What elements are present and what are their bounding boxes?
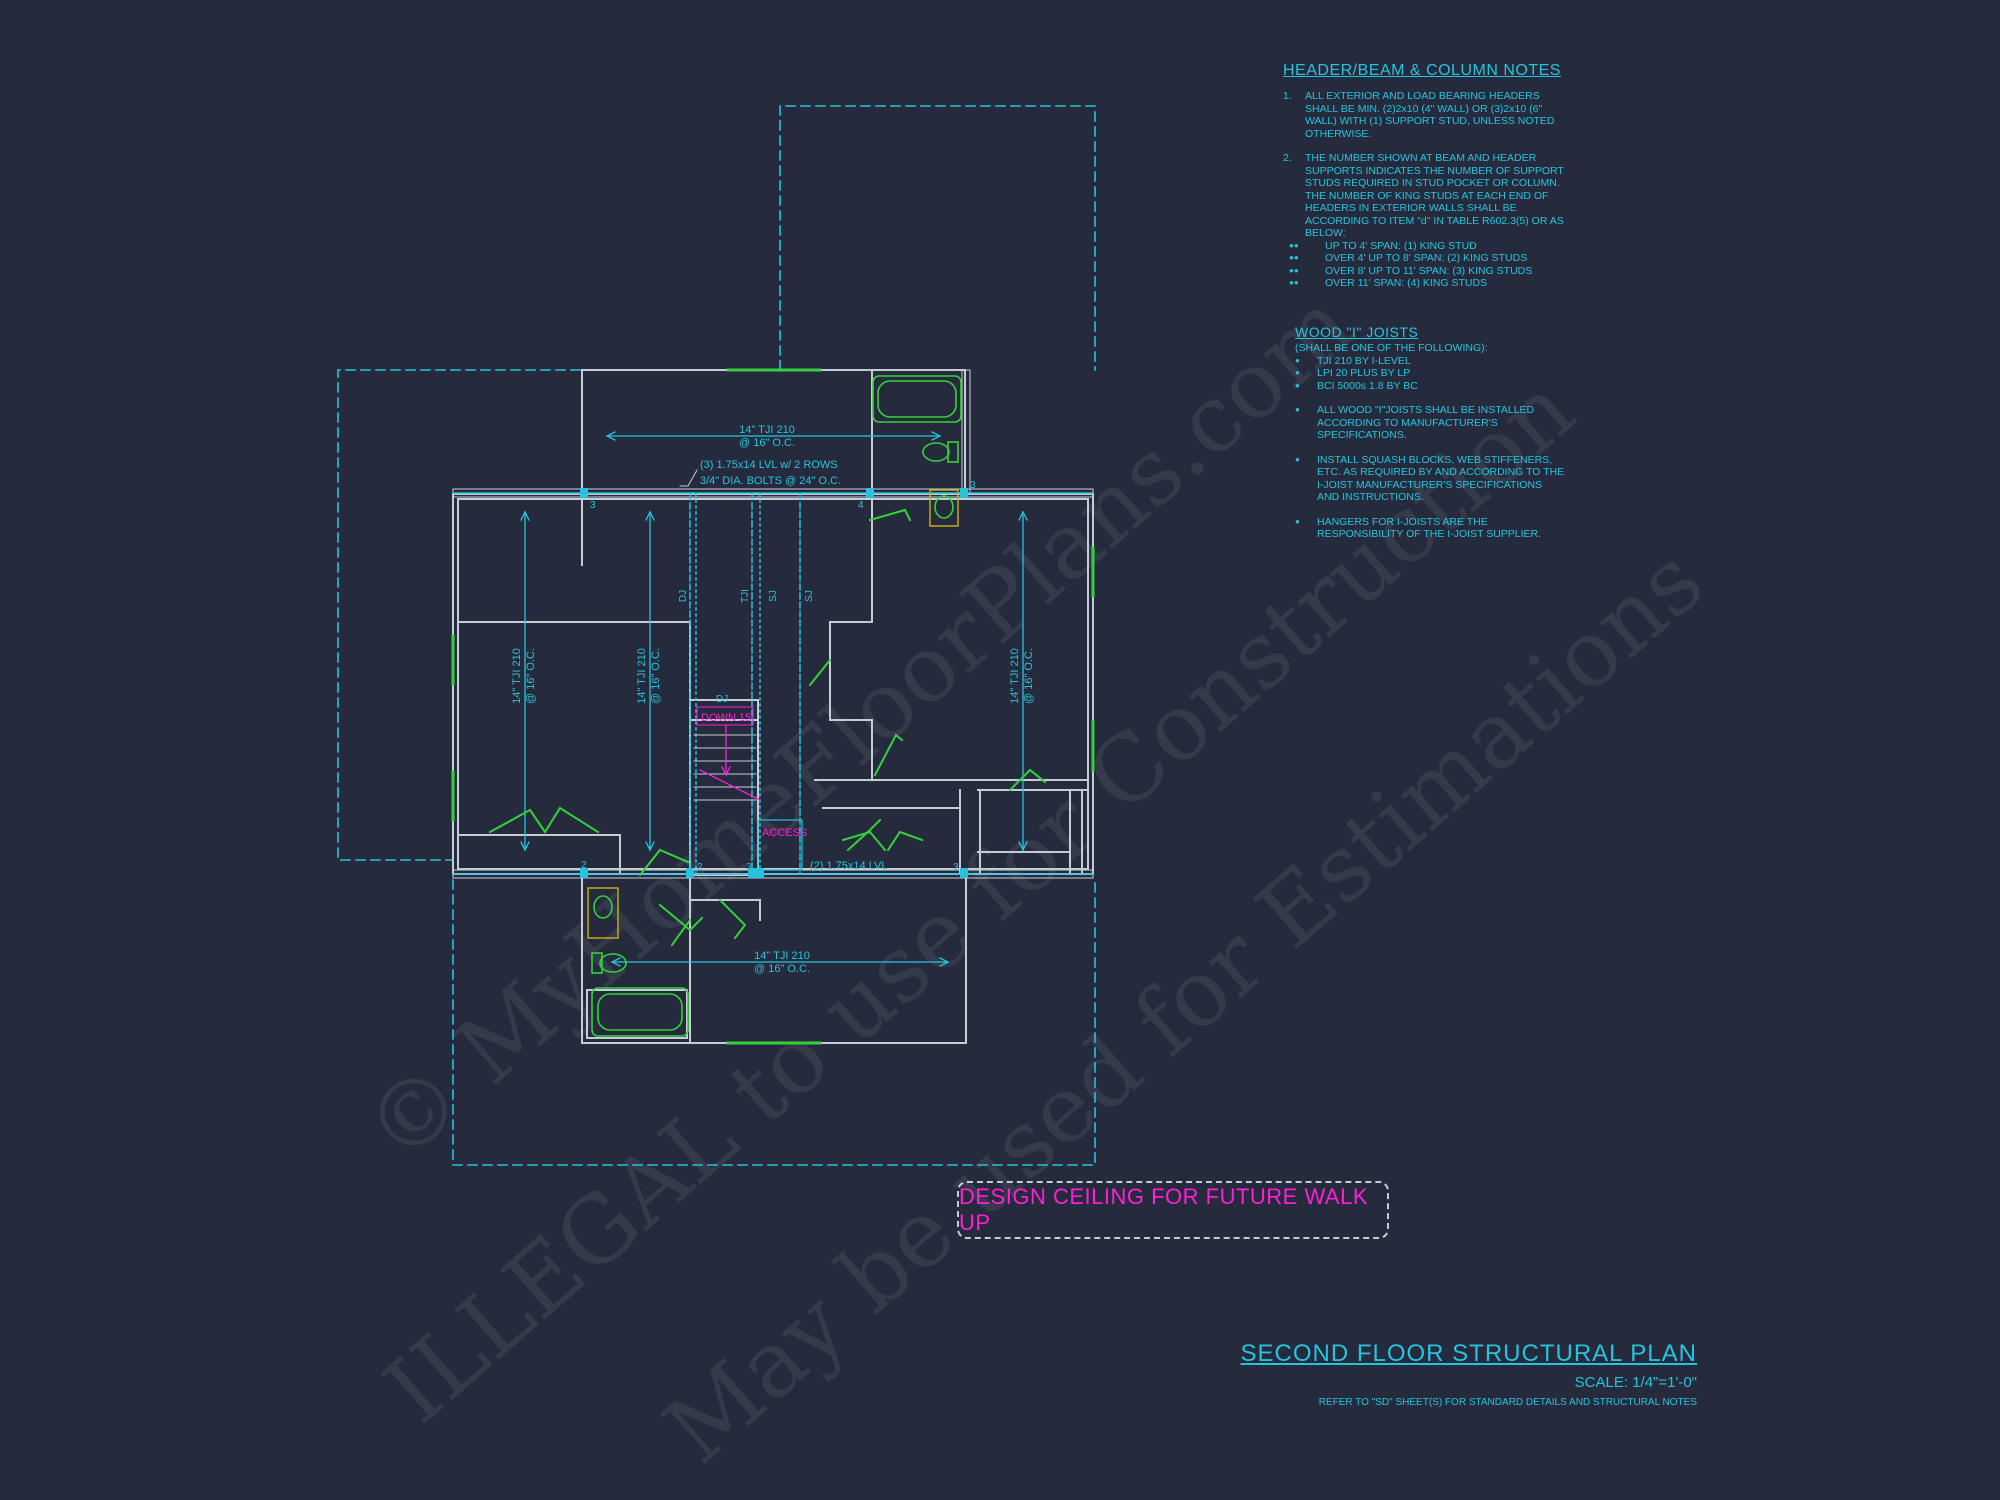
callout-text: DESIGN CEILING FOR FUTURE WALK UP [959,1184,1369,1235]
bullet-icon: ● [1295,355,1300,365]
stud-count-5: 2 [697,862,703,873]
stud-count-4: 2 [581,860,587,871]
joist-note-text: HANGERS FOR I-JOISTS ARE THE RESPONSIBIL… [1317,515,1542,541]
dj-label-vertical: DJ [678,590,689,602]
stud-count-1: 3 [590,500,596,511]
bullet-icon: ●● [1289,265,1299,275]
plan-reference-note: REFER TO "SD" SHEET(S) FOR STANDARD DETA… [1318,1397,1697,1408]
note-number: 1. [1283,90,1292,102]
lvl-label-1: (3) 1.75x14 LVL w/ 2 ROWS [700,459,838,471]
bullet-icon: ●● [1289,278,1299,287]
note-text: ALL EXTERIOR AND LOAD BEARING HEADERS SH… [1305,90,1555,140]
king-stud-text: OVER 11' SPAN: (4) KING STUDS [1325,277,1488,289]
down-label: DOWN 15 [701,712,751,724]
title-block: SECOND FLOOR STRUCTURAL PLAN SCALE: 1/4"… [1240,1340,1697,1408]
dj-label-horizontal: DJ [716,694,728,705]
joist-note-text: ALL WOOD "I"JOISTS SHALL BE INSTALLED AC… [1317,404,1535,441]
joist-type-text: BCI 5000s 1.8 BY BC [1317,379,1418,392]
header-note-2: 2. THE NUMBER SHOWN AT BEAM AND HEADER S… [1283,152,1568,240]
king-stud-item: ●● UP TO 4' SPAN: (1) KING STUD [1283,240,1568,253]
joist-note-item: ● ALL WOOD "I"JOISTS SHALL BE INSTALLED A… [1295,404,1565,442]
joist-type-text: TJI 210 BY I-LEVEL [1317,354,1411,367]
tji-label-bottom-2: @ 16" O.C. [754,963,810,975]
plumbing-fixtures [591,375,962,1037]
stud-count-3: 3 [970,480,976,491]
bullet-icon: ●● [1289,253,1299,262]
plan-scale: SCALE: 1/4"=1'-0" [1574,1374,1697,1391]
sj-label-vertical-2: SJ [804,590,815,602]
bullet-icon: ●● [1289,240,1299,250]
joist-notes-title: WOOD "I" JOISTS [1295,324,1419,340]
wood-i-joist-notes: WOOD "I" JOISTS (SHALL BE ONE OF THE FOL… [1295,324,1565,541]
header-notes-title: HEADER/BEAM & COLUMN NOTES [1283,62,1561,79]
note-text: THE NUMBER SHOWN AT BEAM AND HEADER SUPP… [1305,152,1564,239]
tji-label-mid-2: @ 16" O.C. [650,648,662,704]
future-walk-up-callout: DESIGN CEILING FOR FUTURE WALK UP [957,1181,1389,1239]
tji-label-left-2: @ 16" O.C. [525,648,537,704]
tji-label-left-1: 14" TJI 210 [511,648,523,704]
header-note-1: 1. ALL EXTERIOR AND LOAD BEARING HEADERS… [1283,90,1568,140]
king-stud-item: ●● OVER 8' UP TO 11' SPAN: (3) KING STUDS [1283,265,1568,278]
bullet-icon: ● [1295,516,1300,526]
king-stud-text: UP TO 4' SPAN: (1) KING STUD [1325,239,1477,252]
tji-label-bottom-1: 14" TJI 210 [754,950,810,962]
lvl-label-bottom: (2) 1.75x14 LVL [810,860,887,872]
stair-arrow [699,724,761,801]
tji-label-right-1: 14" TJI 210 [1009,648,1021,704]
king-stud-text: OVER 4' UP TO 8' SPAN: (2) KING STUDS [1325,252,1528,264]
bullet-icon: ● [1295,380,1300,390]
joist-notes-subtitle: (SHALL BE ONE OF THE FOLLOWING): [1295,342,1488,354]
header-beam-notes: HEADER/BEAM & COLUMN NOTES 1. ALL EXTERI… [1283,62,1568,290]
lvl-leader [679,469,698,487]
columns [580,488,968,878]
lvl-label-2: 3/4" DIA. BOLTS @ 24" O.C. [700,475,841,487]
access-label: ACCESS [762,827,807,839]
joist-type-text: LPI 20 PLUS BY LP [1317,367,1411,379]
plan-title: SECOND FLOOR STRUCTURAL PLAN [1240,1340,1697,1367]
joist-type-item: ● TJI 210 BY I-LEVEL [1295,355,1565,368]
fixture-boxes [587,489,959,939]
tji-label-top-1: 14" TJI 210 [739,424,795,436]
down-label-box [696,706,754,726]
stair-treads [693,734,757,801]
sj-label-vertical-1: SJ [768,590,779,602]
tji-label-top-2: @ 16" O.C. [739,437,795,449]
tji-label-mid-1: 14" TJI 210 [636,648,648,704]
beams [452,492,1094,875]
access-hatch [757,819,803,871]
joist-type-item: ● LPI 20 PLUS BY LP [1295,367,1565,380]
bullet-icon: ● [1295,454,1300,464]
stud-count-2: 4 [858,500,864,511]
joist-type-item: ● BCI 5000s 1.8 BY BC [1295,380,1565,393]
dashed-outline [337,105,1096,1166]
doors [488,508,1047,947]
king-stud-item: ●● OVER 11' SPAN: (4) KING STUDS [1283,277,1568,290]
bullet-icon: ● [1295,368,1300,377]
tji-label-right-2: @ 16" O.C. [1023,648,1035,704]
joist-note-text: INSTALL SQUASH BLOCKS, WEB STIFFENERS, E… [1317,453,1565,504]
king-stud-text: OVER 8' UP TO 11' SPAN: (3) KING STUDS [1325,264,1533,277]
joist-arrows [520,431,1028,967]
tji-label-vertical: TJI [740,589,751,603]
joist-note-item: ● HANGERS FOR I-JOISTS ARE THE RESPONSIBI… [1295,516,1565,541]
bullet-icon: ● [1295,405,1300,414]
joist-note-item: ● INSTALL SQUASH BLOCKS, WEB STIFFENERS, … [1295,454,1565,504]
king-stud-item: ●● OVER 4' UP TO 8' SPAN: (2) KING STUDS [1283,252,1568,265]
stud-count-7: 3 [953,862,959,873]
windows [451,368,1095,1045]
stud-count-6: 3 [746,862,752,873]
note-number: 2. [1283,152,1292,164]
